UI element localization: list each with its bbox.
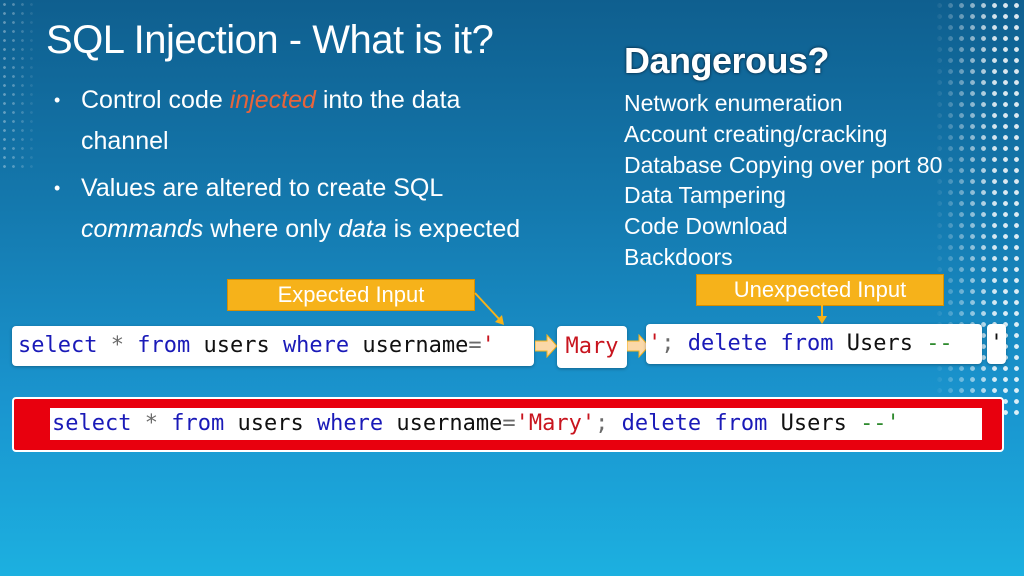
bullet-text: where only [203, 215, 339, 243]
keyword: where [316, 411, 384, 436]
input-value: Mary [565, 334, 619, 359]
dangerous-heading: Dangerous? [624, 40, 830, 81]
danger-item: Code Download [624, 213, 788, 240]
expected-input-label: Expected Input [227, 279, 475, 311]
keyword: select [52, 411, 132, 436]
danger-item: Account creating/cracking [624, 120, 888, 147]
operator: * [110, 333, 124, 358]
combined-query-code: select * from users where username='Mary… [50, 408, 982, 440]
danger-list: Network enumeration Account creating/cra… [624, 88, 942, 273]
keyword: select [18, 333, 98, 358]
space [97, 333, 110, 358]
bullet-text: Control code [81, 86, 230, 114]
string-literal: 'Mary' [515, 411, 596, 436]
unexpected-pointer-head [817, 316, 827, 324]
danger-item: Network enumeration [624, 90, 843, 116]
query-template-box: select * from users where username=' [12, 326, 534, 366]
space [701, 411, 714, 436]
operator: ; [661, 331, 675, 356]
identifier: username [383, 411, 503, 436]
danger-item: Backdoors [624, 243, 733, 270]
bullet-text: into the data channel [81, 86, 461, 155]
comment: --' [860, 411, 900, 436]
identifier: Users [833, 331, 927, 356]
injection-code-box: '; delete from Users -- [646, 324, 982, 364]
keyword: from [171, 411, 225, 436]
identifier: users [224, 411, 317, 436]
operator: = [468, 333, 482, 358]
operator: = [502, 411, 516, 436]
string-quote: ' [648, 331, 662, 356]
comment: -- [926, 331, 953, 356]
bullet-item-injected: Control code injected into the data chan… [52, 80, 532, 162]
expected-pointer-head [495, 315, 504, 325]
keyword: from [137, 333, 191, 358]
emphasis-data: data [338, 215, 387, 243]
bullet-text: is expected [386, 215, 521, 243]
keyword: from [714, 411, 768, 436]
keyword: delete [621, 411, 702, 436]
space [608, 411, 621, 436]
space [158, 411, 171, 436]
unexpected-input-label: Unexpected Input [696, 274, 944, 306]
space [675, 331, 688, 356]
danger-item: Data Tampering [624, 182, 786, 209]
keyword: delete [687, 331, 768, 356]
identifier: users [190, 333, 283, 358]
space [767, 331, 780, 356]
bullet-item-commands: Values are altered to create SQL command… [52, 168, 532, 250]
closing-quote-box: ' [987, 324, 1006, 364]
slide-title: SQL Injection - What is it? [46, 18, 494, 62]
background-dot-pattern-left [0, 0, 40, 170]
expected-pointer-line [474, 292, 501, 321]
emphasis-injected: injected [229, 86, 316, 114]
operator: * [144, 411, 158, 436]
bullet-text: Values are altered to create SQL [81, 174, 443, 202]
arrow-right-icon [535, 334, 557, 358]
space [124, 333, 137, 358]
expected-input-value-box: Mary [557, 326, 627, 368]
string-quote: ' [481, 333, 495, 358]
arrow-right-icon [627, 334, 649, 358]
identifier: username [349, 333, 469, 358]
closing-quote: ' [989, 331, 1004, 356]
combined-query-banner: select * from users where username='Mary… [12, 397, 1004, 452]
operator: ; [595, 411, 609, 436]
space [131, 411, 144, 436]
keyword: where [282, 333, 350, 358]
keyword: from [780, 331, 834, 356]
identifier: Users [767, 411, 861, 436]
emphasis-commands: commands [81, 215, 204, 243]
bullet-list: Control code injected into the data chan… [52, 80, 532, 256]
danger-item: Database Copying over port 80 [624, 151, 943, 178]
